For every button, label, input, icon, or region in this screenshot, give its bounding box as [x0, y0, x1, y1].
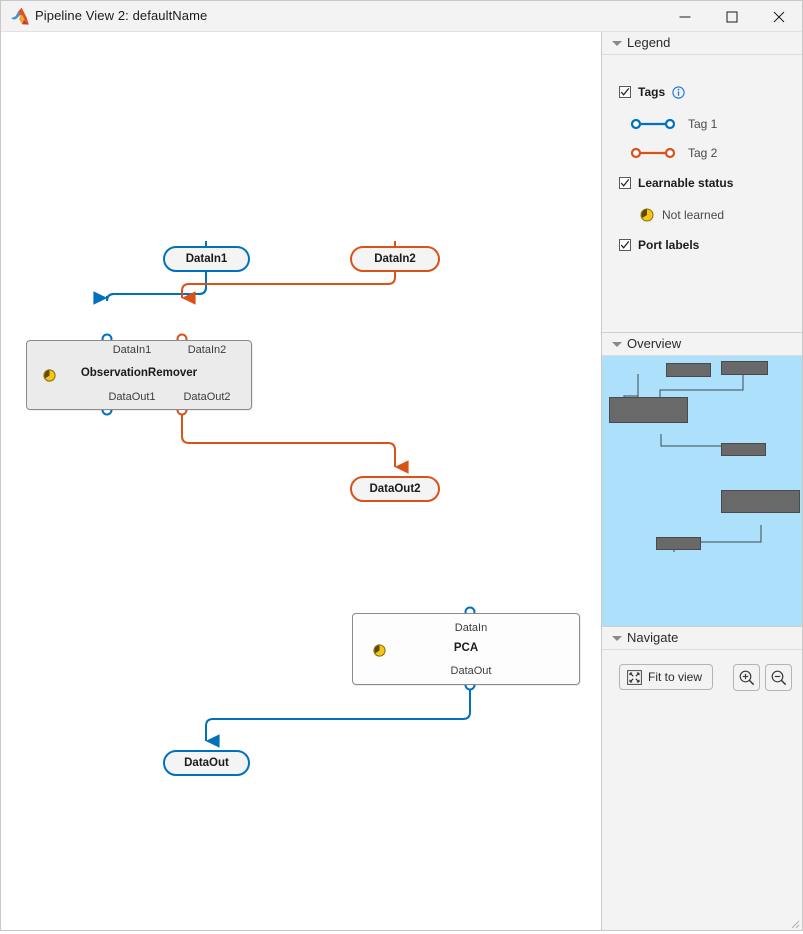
close-button[interactable]: [755, 1, 802, 32]
legend-not-learned: Not learned: [640, 208, 724, 222]
chevron-down-icon[interactable]: [612, 342, 622, 347]
overview-thumbnail[interactable]: [602, 356, 802, 627]
fit-to-view-icon: [627, 669, 642, 685]
port-label-dataout1: DataOut1: [108, 391, 156, 403]
block-pca[interactable]: DataIn PCA DataOut: [352, 613, 580, 685]
edge-datain1-to-observationremover[interactable]: [93, 241, 207, 305]
tag-1-label: Tag 1: [688, 117, 718, 131]
edge-datain2-to-observationremover[interactable]: [181, 241, 396, 305]
legend-tags-row[interactable]: Tags: [619, 85, 685, 99]
zoom-in-button[interactable]: [733, 664, 760, 691]
legend-body: Tags Tag 1: [602, 55, 802, 333]
block-name: PCA: [453, 642, 479, 654]
overview-title: Overview: [627, 336, 682, 351]
terminal-label: DataOut: [184, 757, 229, 769]
zoom-out-button[interactable]: [765, 664, 792, 691]
tag-2-swatch: [630, 147, 676, 159]
overview-block: [609, 397, 688, 423]
window-title: Pipeline View 2: defaultName: [35, 8, 208, 23]
learnable-status-checkbox[interactable]: [619, 177, 631, 189]
overview-block: [721, 490, 800, 513]
not-learned-label: Not learned: [662, 208, 725, 222]
overview-block: [656, 537, 701, 550]
minimize-button[interactable]: [661, 1, 708, 32]
tags-checkbox[interactable]: [619, 86, 631, 98]
title-bar: Pipeline View 2: defaultName: [1, 1, 802, 32]
overview-section-header[interactable]: Overview: [602, 333, 802, 356]
edge-layer: [93, 241, 476, 748]
not-learned-icon: [373, 644, 386, 657]
block-name: ObservationRemover: [80, 367, 198, 379]
terminal-label: DataOut2: [369, 483, 421, 495]
legend-tag-2: Tag 2: [630, 146, 717, 160]
overview-block: [721, 443, 766, 456]
tag-2-label: Tag 2: [688, 146, 718, 160]
pipeline-canvas[interactable]: DataIn1 DataIn2 DataOut2 DataOut DataIn1…: [2, 32, 601, 930]
chevron-down-icon[interactable]: [612, 636, 622, 641]
terminal-label: DataIn1: [185, 253, 228, 265]
terminal-node-dataout[interactable]: DataOut: [163, 750, 250, 776]
legend-title: Legend: [627, 35, 671, 50]
port-label-dataout: DataOut: [450, 665, 492, 677]
port-label-datain: DataIn: [454, 622, 488, 634]
legend-learnable-status-row[interactable]: Learnable status: [619, 176, 733, 190]
not-learned-icon: [640, 208, 654, 222]
terminal-node-datain2[interactable]: DataIn2: [350, 246, 440, 272]
maximize-button[interactable]: [708, 1, 755, 32]
port-label-dataout2: DataOut2: [183, 391, 231, 403]
zoom-out-icon: [771, 670, 786, 685]
legend-port-labels-row[interactable]: Port labels: [619, 238, 699, 252]
legend-tag-1: Tag 1: [630, 117, 717, 131]
legend-section-header[interactable]: Legend: [602, 32, 802, 55]
learnable-status-label: Learnable status: [638, 176, 734, 190]
terminal-node-dataout2[interactable]: DataOut2: [350, 476, 440, 502]
tag-1-swatch: [630, 118, 676, 130]
zoom-in-icon: [739, 670, 754, 685]
port-labels-label: Port labels: [638, 238, 700, 252]
fit-to-view-button[interactable]: Fit to view: [619, 664, 713, 690]
port-label-datain1: DataIn1: [112, 344, 152, 356]
info-icon[interactable]: [672, 85, 685, 99]
resize-grip[interactable]: [788, 916, 800, 929]
terminal-node-datain1[interactable]: DataIn1: [163, 246, 250, 272]
block-observationremover[interactable]: DataIn1 DataIn2 ObservationRemover DataO…: [26, 340, 252, 410]
terminal-label: DataIn2: [374, 253, 416, 265]
tags-label: Tags: [638, 85, 666, 99]
matlab-logo-icon: [10, 7, 30, 26]
edge-pca-to-dataout[interactable]: [205, 686, 471, 748]
edge-observationremover-to-dataout2[interactable]: [181, 411, 409, 474]
overview-block: [666, 363, 711, 377]
port-label-datain2: DataIn2: [187, 344, 227, 356]
not-learned-icon: [43, 369, 56, 382]
navigate-body: Fit to view: [602, 650, 802, 710]
fit-to-view-label: Fit to view: [648, 670, 703, 684]
chevron-down-icon[interactable]: [612, 41, 622, 46]
port-labels-checkbox[interactable]: [619, 239, 631, 251]
overview-block: [721, 361, 768, 375]
navigate-section-header[interactable]: Navigate: [602, 627, 802, 650]
side-panel: Legend Tags: [601, 32, 802, 930]
navigate-title: Navigate: [627, 630, 679, 645]
